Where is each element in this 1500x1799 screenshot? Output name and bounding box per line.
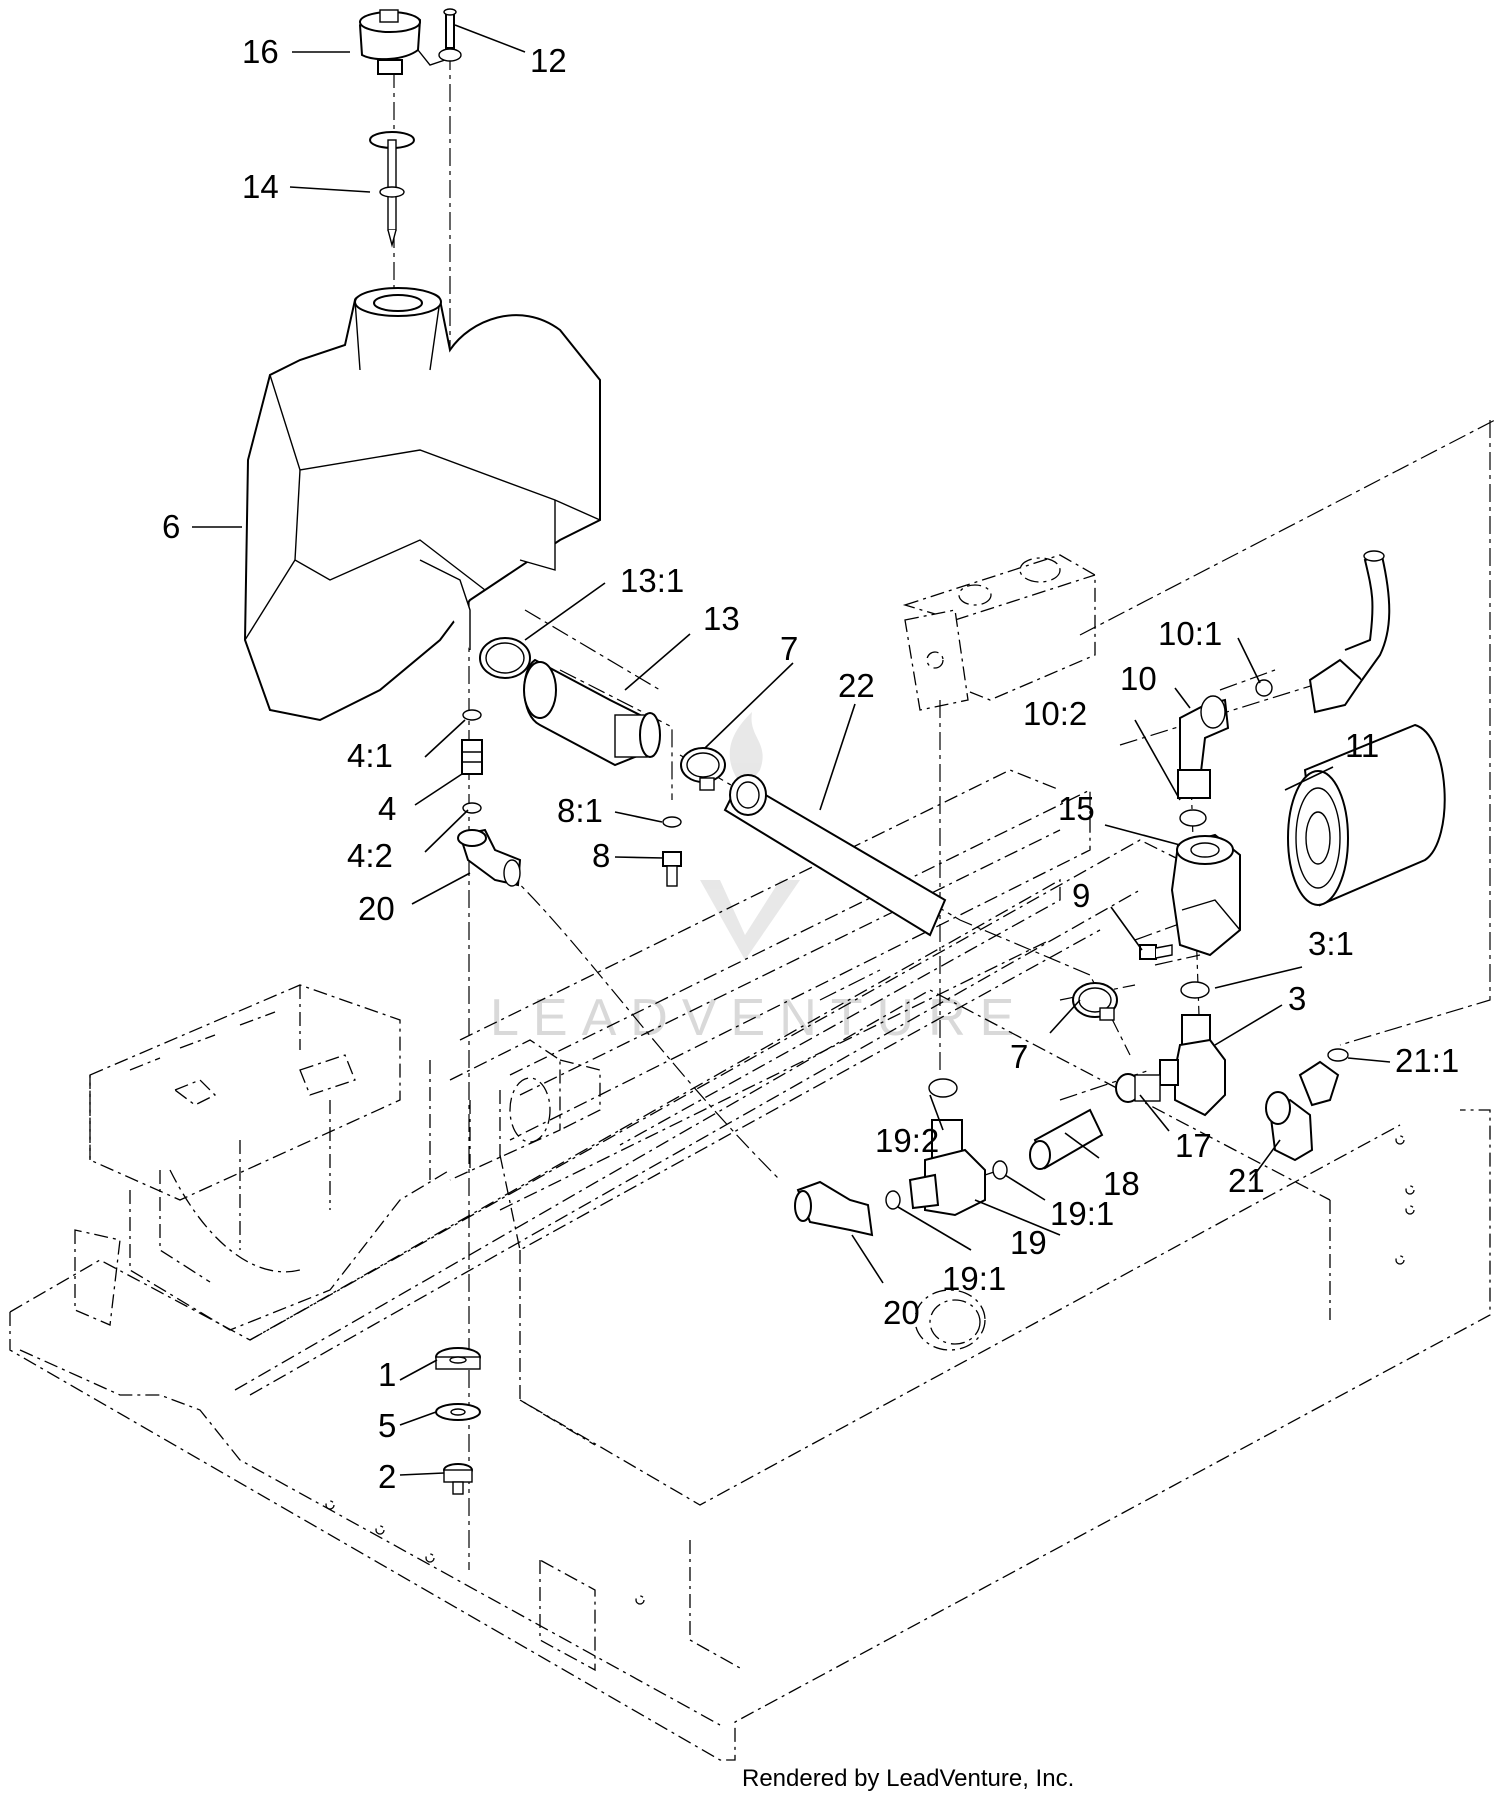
footer-credit: Rendered by LeadVenture, Inc. [742, 1765, 1074, 1792]
hose-clamp-upper [680, 747, 726, 791]
elbow-fitting-lower [794, 1180, 874, 1237]
callout-22: 22 [838, 667, 875, 704]
callout-10: 10 [1120, 660, 1157, 697]
callout-8-1: 8:1 [557, 792, 603, 829]
callout-3: 3 [1288, 980, 1306, 1017]
callout-19-1-right: 19:1 [1050, 1195, 1114, 1232]
elbow-fitting-10 [1177, 679, 1273, 827]
callout-8: 8 [592, 837, 610, 874]
callout-7-upper: 7 [780, 630, 798, 667]
fuel-tank [243, 287, 601, 722]
leader-lines [192, 24, 1391, 1476]
cross-member-phantom [459, 769, 1091, 1211]
callout-6: 6 [162, 508, 180, 545]
callout-13: 13 [703, 600, 740, 637]
drain-plug [662, 816, 682, 887]
frame-phantom [9, 839, 1491, 1761]
elbow-fitting-21 [1265, 1048, 1349, 1162]
callout-4-2: 4:2 [347, 837, 393, 874]
callout-19: 19 [1010, 1224, 1047, 1261]
callout-12: 12 [530, 42, 567, 79]
tank-strainer [479, 637, 661, 767]
callout-20-lower: 20 [883, 1294, 920, 1331]
callout-1: 1 [378, 1356, 396, 1393]
callout-14: 14 [242, 168, 279, 205]
callout-10-1: 10:1 [1158, 615, 1222, 652]
callout-7-lower: 7 [1010, 1038, 1028, 1075]
hose-clamp-lower [1072, 982, 1118, 1021]
hydro-motor-phantom [902, 554, 1096, 711]
callout-4-1: 4:1 [347, 737, 393, 774]
hose-nut-fitting [1308, 550, 1391, 714]
explosion-axes [388, 20, 1496, 1570]
callout-5: 5 [378, 1407, 396, 1444]
hydraulic-filter [1287, 723, 1446, 907]
callout-19-2: 19:2 [875, 1122, 939, 1159]
barb-fitting-17 [1115, 1073, 1161, 1103]
watermark-text: LEADVENTURE [490, 989, 1028, 1047]
callout-16: 16 [242, 33, 279, 70]
callout-3-1: 3:1 [1308, 925, 1354, 962]
callout-21: 21 [1228, 1162, 1265, 1199]
tank-fitting [461, 709, 483, 814]
callout-2: 2 [378, 1458, 396, 1495]
callout-20-upper: 20 [358, 890, 395, 927]
watermark-logo-icon [700, 712, 800, 960]
callout-19-1-left: 19:1 [942, 1260, 1006, 1297]
hose-18 [1029, 1108, 1104, 1170]
callout-13-1: 13:1 [620, 562, 684, 599]
callout-9: 9 [1072, 877, 1090, 914]
callout-4: 4 [378, 790, 396, 827]
fuel-cap [358, 9, 446, 75]
watermark: LEADVENTURE [490, 712, 1028, 1047]
tee-fitting-3 [1159, 981, 1226, 1117]
mount-bolt [443, 1463, 473, 1495]
callout-10-2: 10:2 [1023, 695, 1087, 732]
filter-screw [1139, 944, 1173, 960]
callout-labels: 16 12 14 6 13:1 13 7 22 4:1 4 4:2 20 8:1… [162, 33, 1459, 1495]
callout-11: 11 [1345, 727, 1379, 764]
suction-hose [723, 774, 947, 937]
tee-fitting-19 [885, 1078, 1008, 1217]
platform-assembly-phantom [74, 984, 601, 1331]
filter-head [1170, 833, 1241, 957]
callout-17: 17 [1175, 1127, 1212, 1164]
callout-21-1: 21:1 [1395, 1042, 1459, 1079]
mount-washer [435, 1403, 481, 1421]
mount-grommet [435, 1347, 481, 1370]
elbow-fitting-upper [457, 828, 522, 887]
vent-fitting [438, 8, 462, 62]
callout-18: 18 [1103, 1165, 1140, 1202]
callout-15: 15 [1058, 790, 1095, 827]
fuel-gauge [369, 131, 415, 248]
